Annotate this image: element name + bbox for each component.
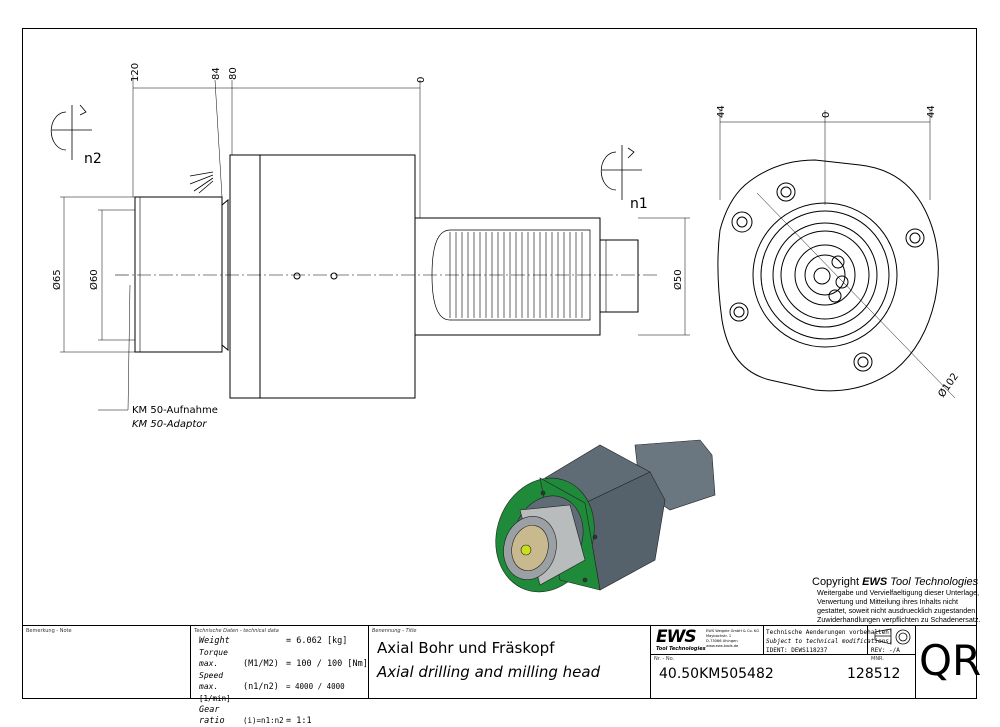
note-cell: Bemerkung - Note bbox=[22, 625, 191, 699]
title-en: Axial drilling and milling head bbox=[377, 663, 601, 681]
projection-symbol-icon bbox=[874, 628, 911, 645]
mnr-number: 128512 bbox=[847, 666, 901, 682]
copyright-line: gestattet, soweit nicht ausdruecklich zu… bbox=[817, 606, 978, 615]
technical-data-cell: Technische Daten - technical data Weight… bbox=[191, 625, 369, 726]
title-cell: Benennung - Title Axial Bohr und Fräskop… bbox=[369, 625, 651, 699]
drawing-frame bbox=[22, 28, 977, 699]
copyright-suffix: Tool Technologies bbox=[887, 576, 979, 588]
copyright-line: Weitergabe und Vervielfaeltigung dieser … bbox=[817, 588, 980, 597]
changes-en: Subject to technical modifications! bbox=[766, 638, 893, 645]
isometric-render bbox=[495, 439, 716, 593]
copyright-line: Zuwiderhandlungen verpflichten zu Schade… bbox=[817, 615, 981, 624]
callout-de: KM 50-Aufnahme bbox=[132, 405, 218, 416]
tech-param: (i)=n1:n2 bbox=[243, 716, 284, 725]
tech-label: Technische Daten - technical data bbox=[194, 628, 279, 634]
address-line: EWS Weigele GmbH & Co. KG bbox=[706, 629, 760, 633]
dim-80: 80 bbox=[228, 67, 239, 80]
changes-de: Technische Aenderungen vorbehalten! bbox=[766, 629, 893, 636]
dim-d50: Ø50 bbox=[672, 269, 684, 290]
dim-44-left: 44 bbox=[716, 105, 727, 118]
address-line: D-73066 Uhingen bbox=[706, 639, 738, 643]
rotation-n1: n1 bbox=[630, 196, 648, 212]
dim-44-right: 44 bbox=[926, 105, 937, 118]
dim-84: 84 bbox=[211, 67, 222, 80]
tech-name: Weight bbox=[199, 636, 230, 646]
tech-param: (n1/n2) bbox=[243, 682, 279, 692]
callout-en: KM 50-Adaptor bbox=[132, 419, 207, 430]
tech-value: = 4000 / 4000 [1/min] bbox=[199, 682, 345, 703]
dim-d102: Ø102 bbox=[936, 371, 961, 400]
dim-120: 120 bbox=[130, 63, 141, 82]
tech-row-speed: Speed max. (n1/n2)= 4000 / 4000 [1/min] bbox=[199, 670, 368, 705]
rotation-n2: n2 bbox=[84, 151, 102, 167]
title-de: Axial Bohr und Fräskopf bbox=[377, 639, 555, 657]
ews-logo-sub: Tool Technologies bbox=[656, 646, 706, 652]
qr-cell: QR bbox=[916, 625, 981, 699]
tech-value: = 100 / 100 [Nm] bbox=[286, 659, 368, 669]
tech-row-gear: Gear ratio (i)=n1:n2= 1:1 bbox=[199, 705, 368, 727]
mnr-label: MNR. bbox=[871, 656, 884, 662]
ews-logo: EWS bbox=[656, 627, 697, 647]
front-view bbox=[717, 110, 956, 399]
housing bbox=[229, 154, 416, 399]
tech-value: = 6.062 [kg] bbox=[286, 636, 348, 646]
qr-label: QR bbox=[919, 636, 982, 685]
ident: IDENT: DEWS118237 bbox=[766, 647, 828, 654]
tech-row-weight: Weight = 6.062 [kg] bbox=[199, 636, 368, 647]
address-line: Maybachstr. 1 bbox=[706, 634, 732, 638]
copyright-line: Verwertung und Mitteilung ihres Inhalts … bbox=[817, 597, 959, 606]
dim-0: 0 bbox=[416, 77, 427, 83]
dim-0-front: 0 bbox=[821, 112, 832, 118]
title-label: Benennung - Title bbox=[372, 628, 417, 634]
tech-name: Gear ratio bbox=[199, 705, 225, 726]
number-label: Nr. - No. bbox=[654, 656, 675, 662]
km50-adaptor bbox=[134, 196, 223, 353]
address-line: www.ews-tools.de bbox=[706, 644, 739, 648]
tech-param: (M1/M2) bbox=[243, 659, 279, 669]
tech-row-torque: Torque max. (M1/M2) = 100 / 100 [Nm] bbox=[199, 647, 368, 670]
tech-name: Torque max. bbox=[199, 648, 228, 668]
copyright-notice: Copyright EWS Tool Technologies Weiterga… bbox=[812, 576, 980, 624]
dim-d65: Ø65 bbox=[51, 269, 63, 290]
revision: REV: -/A bbox=[871, 647, 900, 654]
copyright-brand: EWS bbox=[862, 576, 888, 588]
copyright-prefix: Copyright bbox=[812, 576, 863, 588]
tech-name: Speed max. bbox=[199, 671, 224, 691]
tech-value: = 1:1 bbox=[286, 716, 312, 726]
note-label: Bemerkung - Note bbox=[26, 628, 72, 634]
dim-d60: Ø60 bbox=[88, 269, 100, 290]
article-number: 40.50KM505482 bbox=[659, 666, 774, 682]
company-cell: EWS Tool Technologies EWS Weigele GmbH &… bbox=[651, 625, 916, 699]
technical-drawing: 120 84 80 0 Ø65 Ø60 Ø50 44 0 44 Ø102 n2 … bbox=[50, 63, 961, 593]
spline bbox=[599, 239, 639, 313]
